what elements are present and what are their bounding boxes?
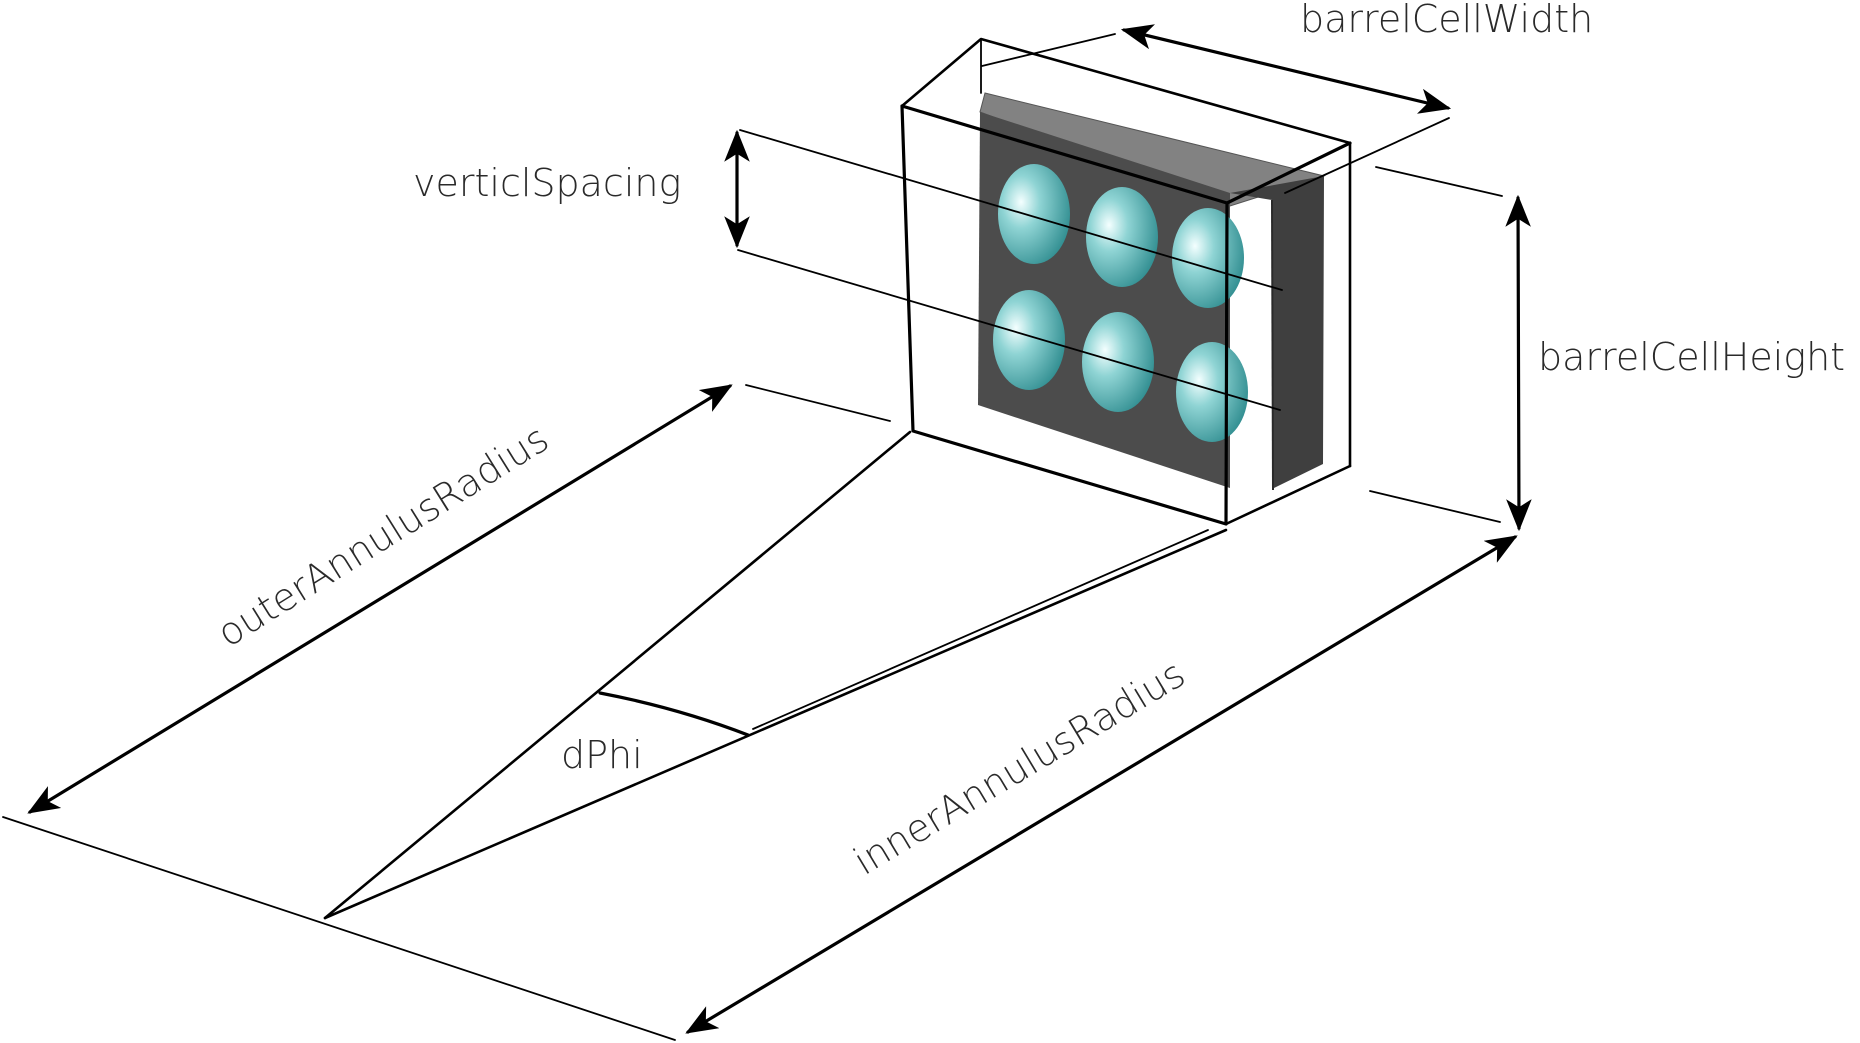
width-extension-left [981,33,1116,67]
row-center-line-bottom [737,249,1281,411]
ground-line [2,816,676,1041]
box-top-right-edge [1225,141,1352,205]
inner-annulus-radius-arrow[interactable] [685,535,1518,1034]
row-center-line-top [739,129,1283,291]
sphere [1176,342,1248,442]
module-side-face [1230,176,1324,488]
barrel-cell-width-arrow[interactable] [1120,24,1452,114]
outer-annulus-radius-arrow[interactable] [27,384,733,814]
vertical-spacing-label: verticlSpacing [413,161,681,205]
cell-bounding-box [900,37,1352,526]
d-phi-arc [598,691,750,737]
barrel-cell-height-arrow[interactable] [1505,194,1532,532]
sphere [993,290,1065,390]
box-bottom-right-edge [1224,464,1352,526]
outer-radius-extension [745,384,891,422]
barrel-cell-width-label: barrelCellWidth [1300,0,1593,41]
sphere [1172,208,1244,308]
height-extension-top [1375,166,1503,197]
width-extension-right [1284,117,1450,194]
sphere [998,164,1070,264]
inner-annulus-radius-label: innerAnnulusRadius [846,651,1193,883]
barrel-cell-height-label: barrelCellHeight [1538,335,1845,379]
module-edge [1271,199,1274,491]
d-phi-label: dPhi [561,733,643,777]
sphere [1086,187,1158,287]
height-extension-bottom [1369,490,1501,523]
outer-annulus-radius-label: outerAnnulusRadius [209,416,556,655]
